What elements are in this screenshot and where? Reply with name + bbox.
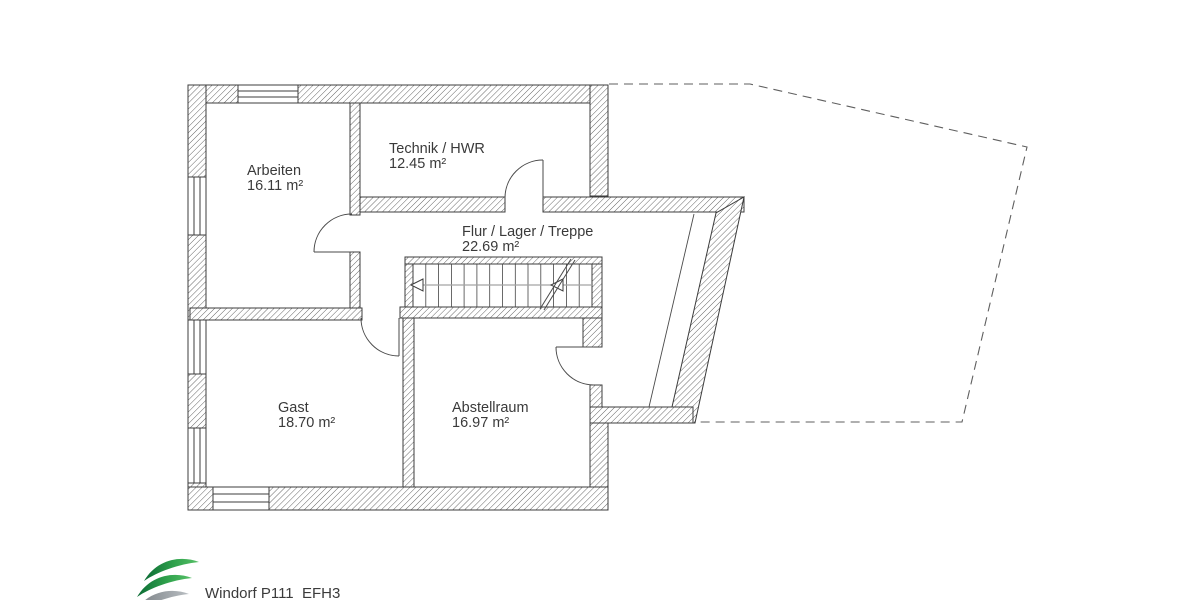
wall-segment bbox=[189, 307, 363, 321]
plan-title: Windorf P111_EFH3 bbox=[205, 585, 340, 600]
wall-segment bbox=[187, 373, 207, 429]
wall-segment bbox=[351, 196, 506, 213]
windows bbox=[187, 84, 299, 511]
room-label-gast: Gast 18.70 m² bbox=[278, 399, 335, 431]
wall-segment bbox=[268, 486, 609, 511]
stair-break-line bbox=[539, 258, 576, 311]
wall-segment bbox=[582, 317, 603, 348]
wall-segment bbox=[542, 196, 745, 213]
wall-segment bbox=[589, 84, 609, 197]
wall-segment bbox=[187, 84, 207, 178]
wall-slanted bbox=[670, 196, 745, 424]
room-label-flur: Flur / Lager / Treppe 22.69 m² bbox=[462, 223, 598, 255]
door-abstellraum bbox=[555, 346, 595, 386]
wall-segment bbox=[187, 486, 214, 511]
wall-segment bbox=[349, 102, 361, 216]
roof-slope-line bbox=[648, 213, 695, 408]
window-left-2 bbox=[187, 319, 207, 375]
wall-segment bbox=[187, 234, 207, 321]
property-dashed-boundary bbox=[609, 83, 1028, 423]
wall-segment bbox=[399, 306, 603, 319]
door-technik bbox=[504, 159, 544, 199]
wall-segment bbox=[297, 84, 609, 104]
room-label-arbeiten: Arbeiten 16.11 m² bbox=[247, 162, 305, 194]
stair-direction-arrow-icon bbox=[409, 278, 424, 292]
staircase bbox=[409, 258, 591, 311]
wall-segment bbox=[349, 251, 361, 309]
room-label-abstellraum: Abstellraum 16.97 m² bbox=[452, 399, 533, 431]
wall-segment bbox=[404, 256, 603, 265]
window-top bbox=[237, 84, 299, 104]
company-logo-icon bbox=[137, 558, 199, 600]
room-label-technik: Technik / HWR 12.45 m² bbox=[389, 140, 489, 172]
wall-segment bbox=[591, 263, 603, 308]
window-bottom bbox=[212, 486, 270, 511]
wall-segment bbox=[589, 422, 609, 488]
door-gast bbox=[360, 317, 400, 357]
wall-segment bbox=[589, 384, 603, 408]
wall-segment bbox=[589, 406, 694, 424]
room-labels: Arbeiten 16.11 m² Technik / HWR 12.45 m²… bbox=[247, 140, 598, 431]
window-left-3 bbox=[187, 427, 207, 484]
window-left-1 bbox=[187, 176, 207, 236]
doors bbox=[313, 159, 595, 386]
door-arbeiten bbox=[313, 213, 353, 253]
wall-segment bbox=[402, 317, 415, 488]
